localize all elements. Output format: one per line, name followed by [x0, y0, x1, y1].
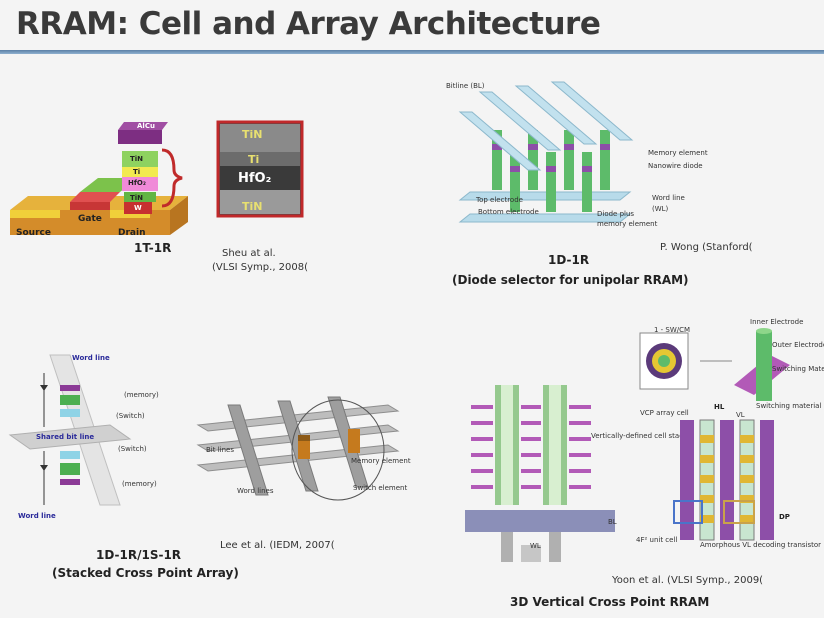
label-dp: DP: [779, 513, 790, 521]
label-diode-plus-1: Diode plus: [597, 210, 635, 218]
citation-1d1r: P. Wong (Stanford(: [660, 242, 753, 253]
label-switching-material: Switching material: [756, 402, 822, 410]
3d-vertical-pillars-illustration: [465, 385, 615, 562]
slide-title: RRAM: Cell and Array Architecture: [16, 6, 601, 42]
label-gate: Gate: [78, 214, 102, 224]
label-memory-element: Memory element: [648, 149, 708, 157]
label-shared-bit-line: Shared bit line: [36, 433, 95, 441]
label-word-line-bottom: Word line: [18, 512, 56, 520]
label-inner-electrode: Inner Electrode: [750, 318, 804, 326]
label-amorphous-vl: Amorphous VL decoding transistor: [700, 541, 822, 549]
label-w: W: [134, 204, 142, 212]
caption-1t1r: 1T-1R: [134, 241, 172, 255]
label-memory-1: (memory): [124, 391, 159, 399]
citation-1t1r-line2: (VLSI Symp., 2008(: [212, 262, 309, 273]
label-word-line-top: Word line: [72, 354, 110, 362]
label-top-electrode: Top electrode: [476, 196, 523, 204]
label-drain: Drain: [118, 228, 146, 238]
label-switch-1: (Switch): [116, 412, 145, 420]
caption-1d1r: 1D-1R: [548, 253, 590, 267]
caption-stacked: 1D-1R/1S-1R: [96, 548, 182, 562]
label-source: Source: [16, 228, 51, 238]
label-sw-top: 1 - SW/CM: [654, 326, 691, 334]
label-bottom-electrode: Bottom electrode: [478, 208, 539, 216]
citation-stacked: Lee et al. (IEDM, 2007(: [220, 540, 335, 551]
1t1r-device-illustration: [10, 120, 304, 235]
title-underline: [0, 50, 824, 54]
3d-vertical-cell-detail: [639, 328, 790, 541]
label-switch-element: Switch element: [353, 484, 408, 492]
tem-label-hfo2: HfO₂: [238, 171, 272, 186]
label-bit-lines: Bit lines: [206, 446, 234, 454]
tem-label-ti: Ti: [248, 153, 260, 166]
tem-label-tin-bottom: TiN: [242, 200, 263, 213]
label-4f2-unit-cell: 4F² unit cell: [636, 536, 678, 544]
label-tin-bottom: TiN: [130, 194, 144, 202]
caption-1d1r-sub: (Diode selector for unipolar RRAM): [452, 273, 689, 287]
label-word-line: Word line: [652, 194, 685, 202]
label-vl: VL: [736, 411, 745, 419]
label-outer-electrode: Outer Electrode: [772, 341, 824, 349]
label-3d-bl: BL: [608, 518, 617, 526]
label-vertically-defined: Vertically-defined cell stacks: [591, 432, 691, 440]
label-word-lines: Word lines: [237, 487, 274, 495]
label-3d-wl: WL: [530, 542, 541, 550]
caption-stacked-sub: (Stacked Cross Point Array): [52, 566, 239, 580]
label-nanowire-diode: Nanowire diode: [648, 162, 703, 170]
tem-label-tin-top: TiN: [242, 128, 263, 141]
citation-1t1r-line1: Sheu at al.: [222, 248, 276, 259]
stacked-array-illustration: [196, 396, 400, 501]
label-wl: (WL): [652, 205, 669, 213]
label-diode-plus-2: memory element: [597, 220, 658, 228]
1d1r-crossbar-illustration: [458, 81, 634, 223]
label-hfo2: HfO₂: [128, 179, 146, 187]
label-hl: HL: [714, 403, 725, 411]
stacked-cell-illustration: [8, 354, 132, 506]
label-vcp-array-cell: VCP array cell: [640, 409, 689, 417]
citation-3d: Yoon et al. (VLSI Symp., 2009(: [612, 575, 764, 586]
label-alcu: AlCu: [137, 122, 155, 130]
caption-3d: 3D Vertical Cross Point RRAM: [510, 595, 710, 609]
label-tin-top: TiN: [130, 155, 144, 163]
label-ti: Ti: [133, 168, 141, 176]
label-memory-2: (memory): [122, 480, 157, 488]
label-bitline: Bitline (BL): [446, 82, 485, 90]
label-switching-material-inset: Switching Material: [772, 365, 824, 373]
label-switch-2: (Switch): [118, 445, 147, 453]
label-memory-element-2: Memory element: [351, 457, 411, 465]
